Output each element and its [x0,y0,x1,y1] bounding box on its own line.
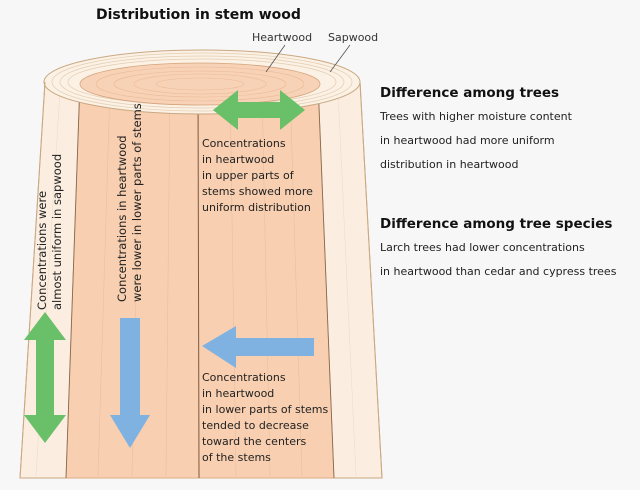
diagram-title: Distribution in stem wood [96,7,301,23]
heartwood-label: Heartwood [252,31,313,44]
sapwood-note: Concentrations were almost uniform in sa… [35,153,64,310]
heartwood-leader [265,44,286,73]
heartwood-top [79,62,321,106]
green-horizontal-arrow [213,90,305,130]
heartwood-lower-note: Concentrations in heartwood were lower i… [115,103,144,302]
trees-text: Trees with higher moisture content in he… [380,110,572,171]
blue-left-arrow [202,326,314,368]
green-vertical-arrow [24,312,66,443]
sapwood-leader [329,44,351,73]
upper-parts-note: Concentrations in heartwood in upper par… [202,137,313,214]
sapwood-label: Sapwood [328,31,379,44]
center-line [197,81,200,479]
blue-down-arrow [110,318,150,448]
species-text: Larch trees had lower concentrations in … [380,241,617,278]
trees-heading: Difference among trees [380,85,560,101]
species-heading: Difference among tree species [380,216,613,232]
lower-parts-note: Concentrations in heartwood in lower par… [202,371,329,464]
